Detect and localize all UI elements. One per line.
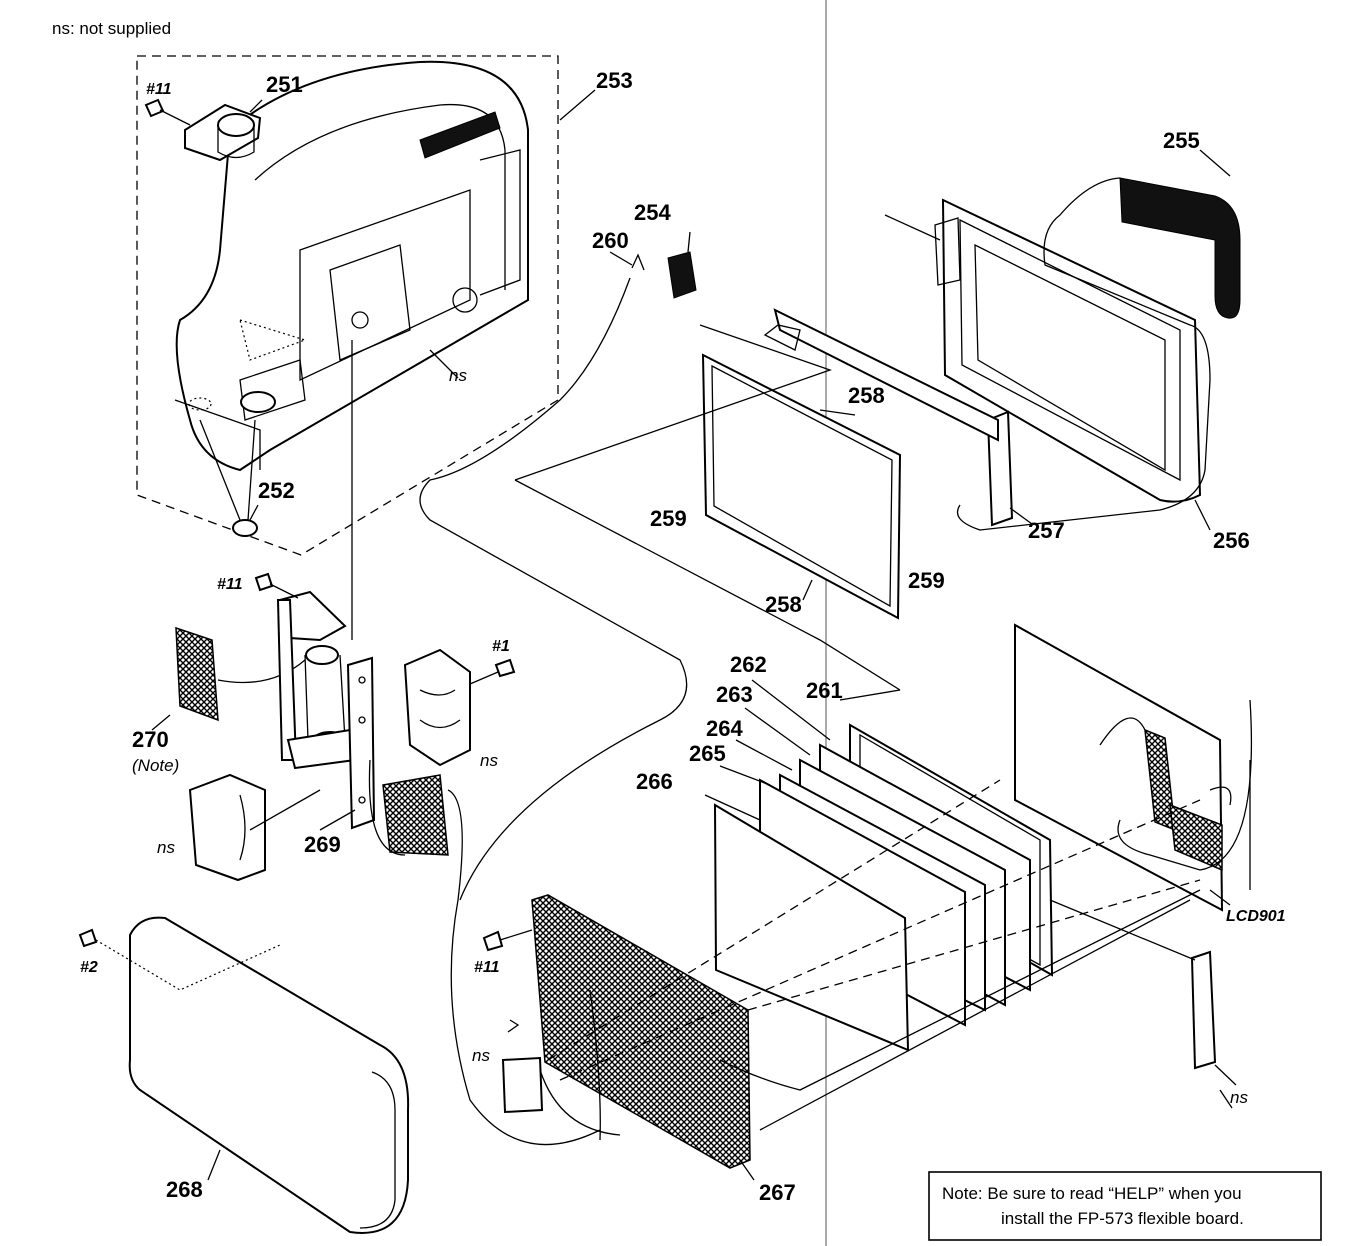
connector-ns-right: [1190, 950, 1217, 1070]
hinge-bracket-251: [184, 103, 262, 162]
label-260: 260: [592, 228, 629, 253]
label-251: 251: [266, 72, 303, 97]
label-lcd901: LCD901: [1226, 908, 1286, 925]
cover-ns-left: [188, 773, 266, 882]
label-screw-11c: #11: [474, 959, 500, 976]
flex-270: [175, 626, 219, 722]
label-259-left: 259: [650, 506, 687, 531]
note-line-2: install the FP-573 flexible board.: [1001, 1209, 1244, 1228]
label-ns-bracket: ns: [480, 751, 498, 770]
label-270: 270: [132, 727, 169, 752]
screw-2: [78, 928, 98, 948]
screw-1: [494, 658, 516, 678]
panel-268: [128, 916, 410, 1234]
bracket-ns: [403, 648, 471, 767]
label-screw-11a: #11: [146, 81, 172, 98]
clip-260: [631, 253, 645, 271]
label-269: 269: [304, 832, 341, 857]
note-line-1: Note: Be sure to read “HELP” when you: [942, 1184, 1242, 1203]
label-262: 262: [730, 652, 767, 677]
assembly-253-outline: [136, 55, 559, 556]
bracket-257: [986, 410, 1014, 527]
label-266: 266: [636, 769, 673, 794]
label-257: 257: [1028, 518, 1065, 543]
strip-255: [1119, 177, 1241, 319]
label-254: 254: [634, 200, 671, 225]
label-258-bottom: 258: [765, 592, 802, 617]
lcd-layer-266: [713, 803, 910, 1052]
cap-252: [232, 519, 258, 537]
label-263: 263: [716, 682, 753, 707]
label-256: 256: [1213, 528, 1250, 553]
label-267: 267: [759, 1180, 796, 1205]
board-267: [531, 894, 751, 1169]
plate-269: [346, 656, 376, 830]
label-253: 253: [596, 68, 633, 93]
frame-259: [701, 353, 902, 620]
label-268: 268: [166, 1177, 203, 1202]
clip-254: [667, 251, 697, 299]
housing-part-253: [174, 60, 529, 472]
screw-11a: [144, 98, 165, 118]
label-270-note: (Note): [132, 756, 179, 775]
label-258-top: 258: [848, 383, 885, 408]
label-255: 255: [1163, 128, 1200, 153]
flex-cable-hatch: [382, 774, 449, 856]
lcd-panel-901: [1014, 623, 1224, 912]
label-screw-1: #1: [492, 638, 510, 655]
label-261: 261: [806, 678, 843, 703]
frame-256: [941, 198, 1202, 503]
label-264: 264: [706, 716, 743, 741]
label-screw-2: #2: [80, 959, 98, 976]
label-252: 252: [258, 478, 295, 503]
label-259-right: 259: [908, 568, 945, 593]
screw-11b: [254, 572, 274, 592]
label-265: 265: [689, 741, 726, 766]
label-ns-sticker: ns: [472, 1046, 490, 1065]
label-ns-cover: ns: [157, 838, 175, 857]
label-screw-11b: #11: [217, 576, 243, 593]
label-ns-sticker: [501, 1056, 544, 1114]
not-supplied-legend: ns: not supplied: [52, 19, 171, 38]
label-ns-housing: ns: [449, 366, 467, 385]
hinge-assembly: [276, 590, 357, 770]
screw-11c: [482, 930, 504, 952]
note-box: [928, 1171, 1322, 1241]
label-ns-connector: ns: [1230, 1088, 1248, 1107]
sheet-layer: [773, 308, 999, 442]
